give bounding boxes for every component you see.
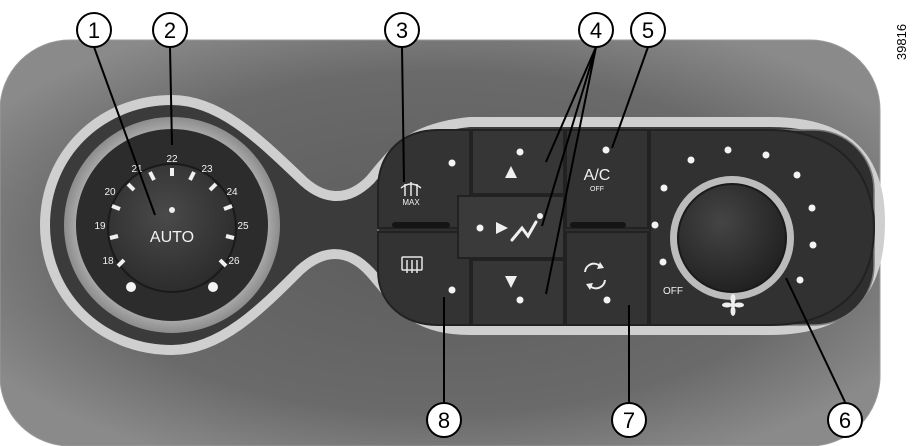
temp-mark-24: 24 [226, 187, 238, 198]
airflow-up-indicator [516, 148, 524, 156]
temp-high-indicator [208, 282, 218, 292]
callout-8: 8 [426, 402, 462, 438]
auto-label: AUTO [150, 229, 194, 246]
windscreen-defrost-icon [400, 182, 422, 196]
ac-off-label: OFF [590, 186, 604, 193]
temp-mark-18: 18 [102, 256, 114, 267]
svg-text:1: 1 [88, 18, 100, 43]
recirculation-button[interactable] [565, 231, 649, 326]
svg-text:7: 7 [623, 408, 635, 433]
rear-defrost-indicator [448, 286, 456, 294]
rear-defrost-icon [401, 256, 423, 273]
arrow-down-icon [505, 276, 517, 288]
svg-text:4: 4 [590, 18, 602, 43]
callout-leaders [93, 46, 846, 403]
callout-4: 4 [578, 12, 614, 48]
arrow-right-icon [496, 222, 508, 234]
arrow-up-icon [505, 166, 517, 178]
temp-mark-26: 26 [228, 256, 240, 267]
callout-3: 3 [384, 12, 420, 48]
temp-mark-21: 21 [131, 164, 143, 175]
temperature-knob[interactable] [107, 163, 237, 293]
airflow-mode-button[interactable] [457, 195, 565, 259]
defrost-max-indicator [448, 159, 456, 167]
airflow-down-indicator [516, 296, 524, 304]
seated-person-icon [510, 220, 538, 242]
defrost-max-button[interactable] [377, 129, 471, 229]
svg-text:8: 8 [438, 408, 450, 433]
airflow-mode-indicator [476, 224, 484, 232]
recirculation-indicator [603, 296, 611, 304]
fan-off-label: OFF [663, 286, 683, 297]
callout-5: 5 [630, 12, 666, 48]
temp-mark-19: 19 [94, 221, 106, 232]
reference-code: 39816 [894, 24, 909, 60]
ac-indicator [602, 146, 610, 154]
temperature-scale [109, 168, 235, 268]
temp-mark-23: 23 [201, 164, 213, 175]
temp-mark-25: 25 [237, 221, 249, 232]
svg-text:3: 3 [396, 18, 408, 43]
recirculation-icon [584, 262, 606, 290]
ac-label: A/C [584, 167, 611, 184]
callout-1: 1 [76, 12, 112, 48]
svg-text:5: 5 [642, 18, 654, 43]
temp-mark-22: 22 [166, 154, 178, 165]
temp-mark-20: 20 [104, 187, 116, 198]
callout-7: 7 [611, 402, 647, 438]
fan-speed-dots [651, 146, 817, 284]
svg-text:6: 6 [839, 408, 851, 433]
callout-2: 2 [152, 12, 188, 48]
airflow-down-button[interactable] [471, 259, 565, 326]
fan-icon [722, 294, 744, 316]
fan-speed-knob[interactable] [677, 183, 787, 293]
svg-text:2: 2 [164, 18, 176, 43]
max-label: MAX [402, 198, 420, 207]
temp-low-indicator [126, 282, 136, 292]
callout-6: 6 [827, 402, 863, 438]
airflow-up-button[interactable] [471, 129, 565, 195]
